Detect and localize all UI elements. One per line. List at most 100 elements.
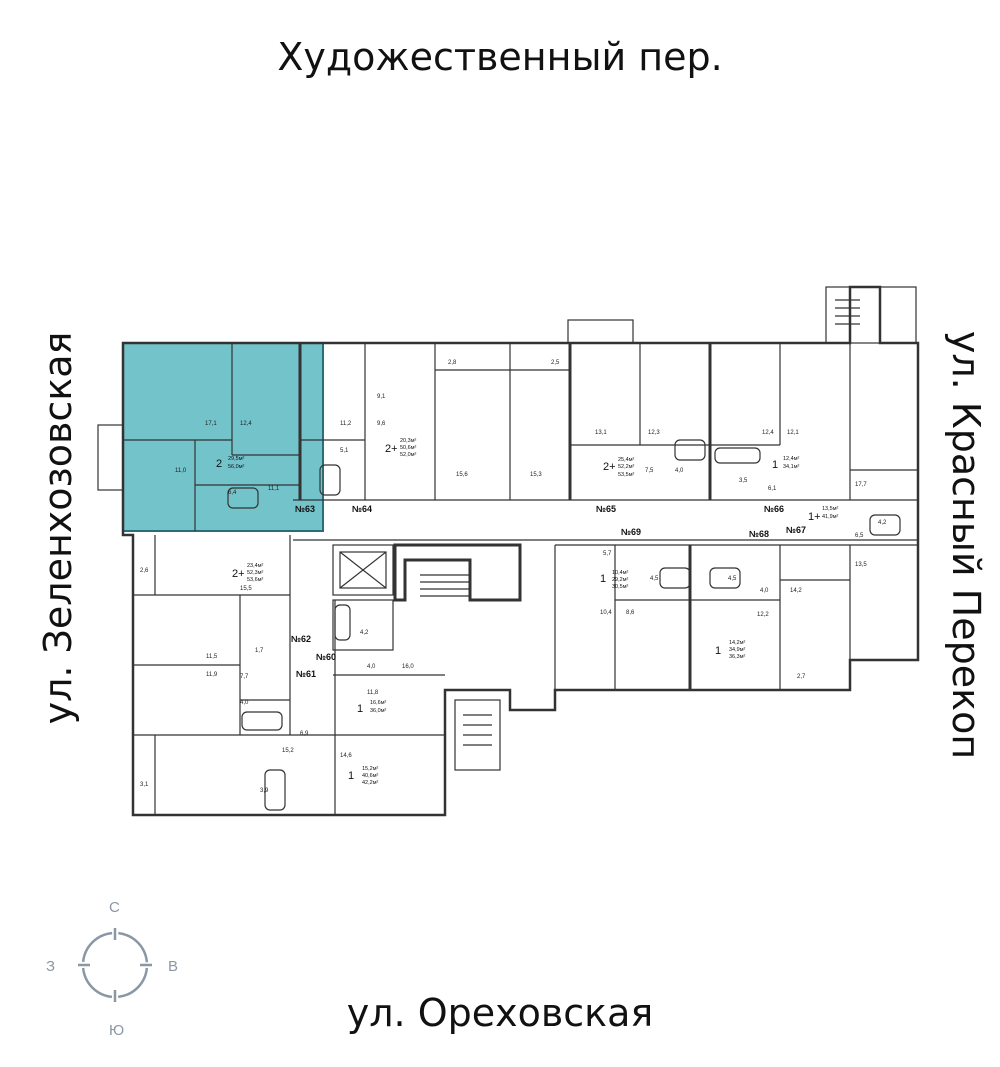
room-area: 2,8	[448, 360, 457, 366]
room-area: 11,9	[206, 672, 218, 678]
apartment-label[interactable]: 1 16,6м² 36,0м²	[357, 700, 386, 715]
room-area: 16,0	[402, 664, 414, 670]
room-area: 7,7	[240, 674, 249, 680]
svg-text:20,3м²: 20,3м²	[400, 438, 416, 444]
compass-west: З	[46, 958, 56, 975]
svg-text:42,2м²: 42,2м²	[362, 780, 378, 786]
room-area: 12,4	[762, 430, 774, 436]
room-area: 3,1	[140, 782, 149, 788]
svg-text:36,0м²: 36,0м²	[370, 708, 386, 714]
section-number: №68	[749, 529, 769, 539]
svg-text:16,6м²: 16,6м²	[370, 700, 386, 706]
room-area: 4,0	[240, 700, 249, 706]
room-area: 8,6	[626, 610, 635, 616]
apartment-label[interactable]: 2+ 20,3м² 50,6м² 52,0м²	[385, 438, 416, 458]
svg-text:40,6м²: 40,6м²	[362, 773, 378, 779]
svg-text:53,5м²: 53,5м²	[618, 472, 634, 478]
section-number: №69	[621, 527, 641, 537]
room-area: 11,2	[340, 421, 352, 427]
compass-south: Ю	[109, 1022, 125, 1039]
svg-text:1: 1	[772, 459, 778, 471]
room-area: 5,7	[603, 551, 612, 557]
apartment-label[interactable]: 2 29,5м² 56,0м²	[216, 456, 244, 470]
apartment-label[interactable]: 1 12,4м² 34,1м²	[772, 456, 799, 471]
svg-text:41,9м²: 41,9м²	[822, 514, 838, 520]
room-area: 4,5	[650, 576, 659, 582]
section-number: №66	[764, 504, 784, 514]
room-area: 10,4	[600, 610, 612, 616]
room-area: 9,1	[377, 394, 386, 400]
room-area: 4,0	[675, 468, 684, 474]
room-area: 3,9	[260, 788, 269, 794]
room-area: 6,1	[768, 486, 777, 492]
section-number: №61	[296, 669, 316, 679]
section-number: №62	[291, 634, 311, 644]
room-area: 11,5	[206, 654, 218, 660]
room-area: 12,2	[757, 612, 769, 618]
compass-east: В	[168, 958, 179, 975]
svg-text:10,4м²: 10,4м²	[612, 570, 628, 576]
apartment-label[interactable]: 1 15,2м² 40,6м² 42,2м²	[348, 766, 378, 786]
apartment-label[interactable]: 2+ 23,4м² 52,3м² 53,6м²	[232, 563, 263, 583]
room-area: 14,2	[790, 588, 802, 594]
room-area: 11,8	[367, 690, 379, 696]
room-area: 2,6	[140, 568, 149, 574]
room-area: 4,2	[360, 630, 369, 636]
room-area: 7,5	[645, 468, 654, 474]
apartment-label[interactable]: 1 14,2м² 34,9м² 36,3м²	[715, 640, 745, 660]
room-area: 15,3	[530, 472, 542, 478]
room-area: 11,1	[268, 486, 280, 492]
room-area: 12,4	[240, 421, 252, 427]
compass-north: С	[109, 899, 120, 916]
street-label-top: Художественный пер.	[277, 35, 723, 79]
room-area: 12,1	[787, 430, 799, 436]
svg-text:29,2м²: 29,2м²	[612, 577, 628, 583]
svg-text:34,1м²: 34,1м²	[783, 464, 799, 470]
apartment-label[interactable]: 1 10,4м² 29,2м² 30,5м²	[600, 570, 628, 590]
svg-text:25,4м²: 25,4м²	[618, 457, 634, 463]
section-number: №67	[786, 525, 806, 535]
room-area: 5,1	[340, 448, 349, 454]
svg-text:56,0м²: 56,0м²	[228, 464, 244, 470]
room-area: 15,6	[456, 472, 468, 478]
svg-text:1: 1	[348, 770, 354, 782]
room-area: 17,7	[855, 482, 867, 488]
room-area: 11,0	[175, 468, 187, 474]
selected-apartment[interactable]	[123, 343, 323, 531]
svg-text:14,2м²: 14,2м²	[729, 640, 745, 646]
svg-text:23,4м²: 23,4м²	[247, 563, 263, 569]
street-label-bottom: ул. Ореховская	[346, 991, 654, 1035]
section-number: №65	[596, 504, 616, 514]
room-area: 2,7	[797, 674, 806, 680]
svg-text:2+: 2+	[385, 443, 398, 455]
svg-text:52,0м²: 52,0м²	[400, 452, 416, 458]
room-area: 15,5	[240, 586, 252, 592]
room-area: 2,5	[551, 360, 560, 366]
room-area: 3,5	[739, 478, 748, 484]
svg-text:50,6м²: 50,6м²	[400, 445, 416, 451]
svg-text:2+: 2+	[232, 568, 245, 580]
svg-text:53,6м²: 53,6м²	[247, 577, 263, 583]
svg-text:1: 1	[357, 703, 363, 715]
room-area: 14,6	[340, 753, 352, 759]
svg-text:2: 2	[216, 458, 222, 470]
svg-text:29,5м²: 29,5м²	[228, 456, 244, 462]
apartment-label[interactable]: 2+ 25,4м² 52,2м² 53,5м²	[603, 457, 634, 478]
svg-text:1+: 1+	[808, 511, 821, 523]
svg-text:52,2м²: 52,2м²	[618, 464, 634, 470]
svg-text:15,2м²: 15,2м²	[362, 766, 378, 772]
room-area: 13,1	[595, 430, 607, 436]
room-area: 6,4	[228, 490, 237, 496]
section-number: №64	[352, 504, 372, 514]
compass	[78, 928, 152, 1002]
svg-text:1: 1	[600, 573, 606, 585]
apartment-label[interactable]: 1+ 13,5м² 41,9м²	[808, 506, 838, 523]
svg-text:12,4м²: 12,4м²	[783, 456, 799, 462]
room-area: 13,5	[855, 562, 867, 568]
section-number: №63	[295, 504, 315, 514]
svg-text:30,5м²: 30,5м²	[612, 584, 628, 590]
section-number: №60	[316, 652, 336, 662]
room-area: 4,5	[728, 576, 737, 582]
svg-text:52,3м²: 52,3м²	[247, 570, 263, 576]
